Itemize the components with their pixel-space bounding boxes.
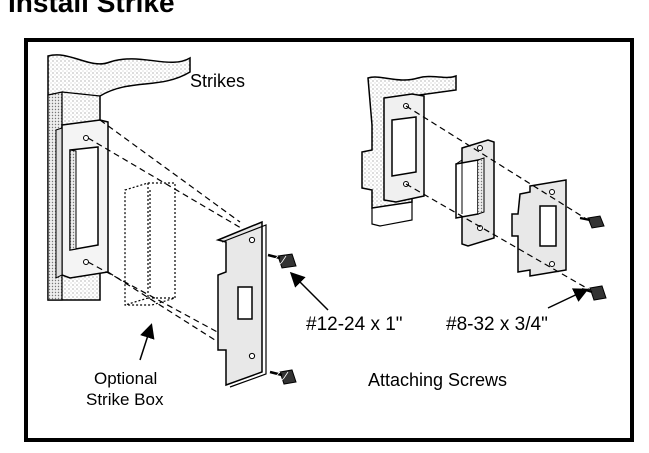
screw-small-bottom bbox=[581, 285, 607, 301]
label-optional-line2: Strike Box bbox=[86, 390, 164, 409]
screw-small-top bbox=[579, 215, 605, 229]
pointer-arrows bbox=[139, 271, 589, 361]
right-strike-box bbox=[455, 139, 495, 247]
small-strike-plate bbox=[511, 179, 567, 277]
right-door-jamb bbox=[361, 74, 457, 227]
label-optional-line1: Optional bbox=[94, 369, 157, 388]
left-door-jamb bbox=[47, 54, 191, 301]
screw-large-top bbox=[267, 253, 297, 269]
page-heading: Install Strike bbox=[8, 0, 175, 18]
label-strikes: Strikes bbox=[190, 71, 245, 91]
screw-large-bottom bbox=[269, 369, 297, 385]
label-screw-small: #8-32 x 3/4" bbox=[446, 314, 548, 335]
large-strike-plate bbox=[215, 220, 267, 388]
optional-strike-box bbox=[124, 182, 176, 306]
right-projection-lines bbox=[405, 105, 591, 291]
label-attaching-screws: Attaching Screws bbox=[368, 370, 507, 390]
label-screw-large: #12-24 x 1" bbox=[306, 314, 403, 335]
